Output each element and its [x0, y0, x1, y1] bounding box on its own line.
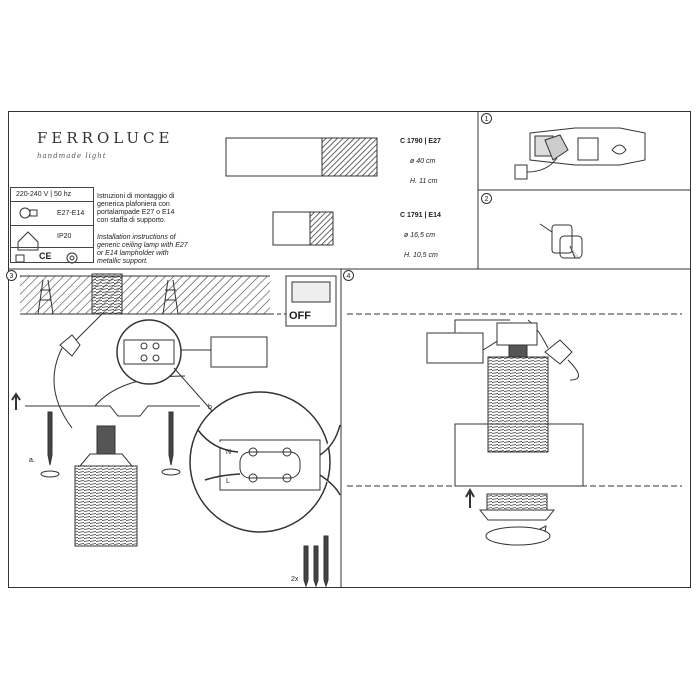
zoom-circle-large — [189, 391, 341, 533]
instructions-it-line: generica plafoniera con — [97, 201, 170, 208]
instructions-en-line: Installation instructions of — [97, 234, 176, 241]
rotate-icon — [485, 525, 551, 546]
ip-text: IP20 — [57, 233, 72, 240]
quantity-label: 2x — [291, 576, 299, 583]
wall-plugs-top — [37, 279, 179, 315]
product-silhouette-2 — [272, 211, 334, 246]
screws-side — [40, 411, 181, 478]
instructions-it-line: con staffa di supporto. — [97, 217, 166, 224]
instructions-it: Istruzioni di montaggio di generica plaf… — [97, 193, 174, 225]
up-arrow-icon-4 — [465, 487, 475, 508]
instructions-it-line: Istruzioni di montaggio di — [97, 193, 175, 200]
lampholder-4 — [487, 322, 549, 453]
lampholder-e27 — [74, 425, 138, 547]
instructions-it-line: portalampade E27 o E14 — [97, 209, 175, 216]
product-diameter-2: ø 16,5 cm — [404, 232, 436, 239]
instructions-en-line: generic ceiling lamp with E27 — [97, 242, 188, 249]
step-number-1: 1 — [481, 113, 492, 124]
ce-mark: CE — [39, 251, 52, 261]
brand-logo: FERROLUCE — [37, 129, 174, 147]
ceiling-box — [91, 273, 123, 315]
instruction-sheet — [8, 111, 691, 588]
off-label: OFF — [289, 310, 311, 322]
instructions-en: Installation instructions of generic cei… — [97, 234, 188, 266]
lampholder-text: E27-E14 — [57, 210, 85, 217]
product-height-2: H. 10,5 cm — [404, 252, 438, 259]
product-code-1: C 1790 | E27 — [400, 138, 441, 145]
terminal-block — [53, 311, 105, 429]
mounting-bracket — [25, 375, 200, 417]
up-arrow-icon — [11, 392, 21, 410]
indoor-house-icon — [17, 231, 39, 251]
neutral-label: N — [226, 449, 232, 456]
live-label: L — [226, 478, 230, 485]
ip-row: IP20 — [11, 226, 93, 248]
product-silhouette-1 — [225, 137, 378, 177]
bulb-icon — [19, 207, 38, 219]
step-number-3: 3 — [6, 270, 17, 281]
spec-box: 220-240 V | 50 hz E27-E14 IP20 CE — [10, 187, 94, 263]
product-code-2: C 1791 | E14 — [400, 212, 441, 219]
voltage-row: 220-240 V | 50 hz — [11, 188, 93, 202]
step-number-2: 2 — [481, 193, 492, 204]
screwdriver-icon — [539, 223, 583, 259]
bracket-detail — [514, 127, 646, 180]
panel-dividers — [8, 111, 691, 588]
terminal-block-4 — [527, 319, 579, 381]
lamp-shade-4 — [454, 423, 584, 487]
instructions-en-line: metallic support. — [97, 258, 148, 265]
driver-box — [170, 336, 268, 368]
product-height-1: H. 11 cm — [410, 178, 438, 185]
breaker-switch — [285, 275, 337, 327]
zoom-circle-small — [116, 319, 221, 421]
label-a: a. — [29, 457, 35, 464]
product-diameter-1: ø 40 cm — [410, 158, 436, 165]
voltage-text: 220-240 V | 50 hz — [16, 191, 72, 198]
label-b: b — [208, 404, 212, 411]
glass-ring — [478, 493, 556, 521]
step-number-4: 4 — [343, 270, 354, 281]
brand-tagline: handmade light — [37, 152, 107, 160]
instructions-en-line: or E14 lampholder with — [97, 250, 169, 257]
lampholder-row: E27-E14 — [11, 202, 93, 226]
ceiling-hatch — [20, 275, 335, 315]
wall-plugs-pack — [303, 535, 329, 588]
